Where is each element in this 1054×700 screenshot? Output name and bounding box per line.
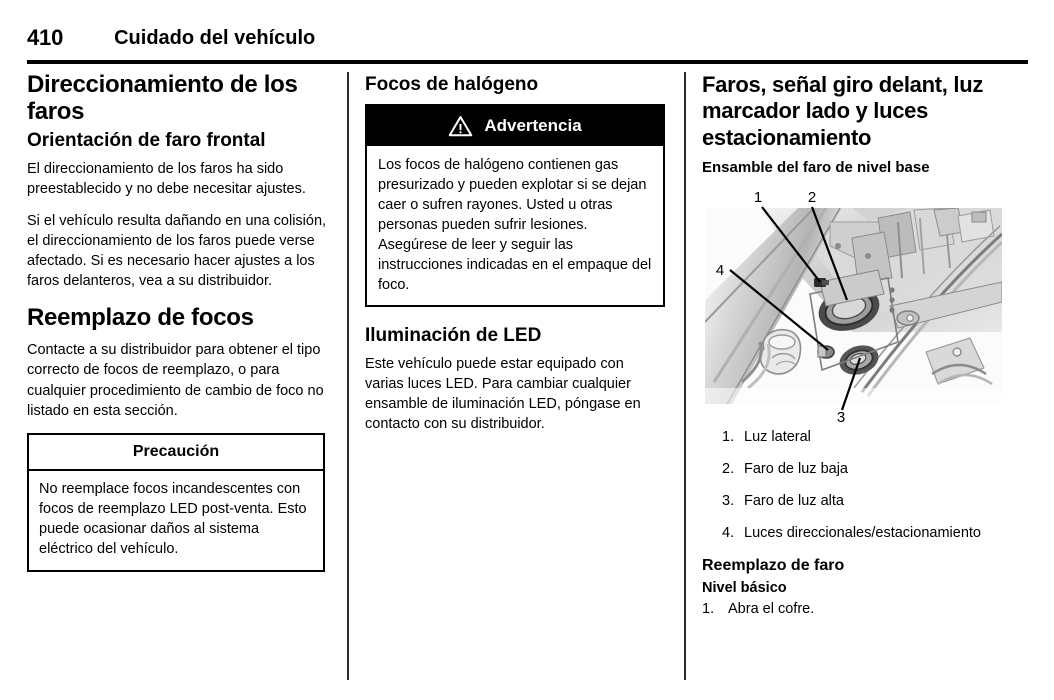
heading-headlamp-replacement: Reemplazo de faro [702, 556, 845, 574]
caution-box: Precaución No reemplace focos incandesce… [27, 432, 325, 573]
legend-label: Luces direccionales/estacionamiento [744, 524, 981, 541]
paragraph-led-lighting: Este vehículo puede estar equipado con v… [365, 355, 641, 433]
legend-label: Faro de luz alta [744, 492, 844, 509]
column-1: Direccionamiento de los faros Orientació… [27, 71, 331, 684]
list-item: 2. Faro de luz baja [702, 460, 1007, 479]
heading-basic-level: Nivel básico [702, 579, 787, 596]
legend-number: 3. [722, 492, 735, 509]
paragraph-contact-dealer: Contacte a su distribuidor para obtener … [27, 342, 324, 419]
caution-title: Precaución [29, 435, 323, 472]
heading-front-headlamp-aiming: Orientación de faro frontal [27, 129, 266, 151]
heading-bulb-replacement: Reemplazo de focos [27, 304, 254, 332]
column-divider-2 [684, 72, 686, 680]
legend-number: 1. [722, 429, 735, 446]
figure-callout-4: 4 [716, 262, 724, 279]
list-item: 4. Luces direccionales/estacionamiento [702, 524, 1007, 543]
page-number: 410 [27, 25, 64, 50]
heading-headlamp-aiming: Direccionamiento de los faros [27, 71, 298, 125]
figure-legend-list: 1. Luz lateral 2. Faro de luz baja 3. Fa… [702, 428, 1007, 542]
caution-body: No reemplace focos incandescentes con fo… [39, 481, 307, 558]
column-2: Focos de halógeno Advertencia Los focos … [365, 72, 665, 684]
heading-led-lighting: Iluminación de LED [365, 324, 542, 346]
section-title: Cuidado del vehículo [114, 27, 316, 49]
legend-label: Faro de luz baja [744, 461, 848, 478]
base-level-headlamp-assembly-diagram: 1 2 3 4 [702, 182, 1002, 425]
column-layout: Direccionamiento de los faros Orientació… [0, 71, 1054, 684]
warning-triangle-icon [448, 115, 473, 137]
heading-headlamp-turn-marker-park: Faros, señal giro delant, luz marcador l… [702, 72, 984, 150]
figure-callout-3: 3 [837, 409, 845, 425]
figure-callout-2: 2 [808, 189, 816, 206]
step-number: 1. [702, 601, 715, 618]
warning-box: Advertencia Los focos de halógeno contie… [365, 103, 665, 307]
step-label: Abra el cofre. [728, 601, 815, 618]
heading-base-level-assembly: Ensamble del faro de nivel base [702, 159, 930, 177]
list-item: 3. Faro de luz alta [702, 492, 1007, 511]
running-header: 410 Cuidado del vehículo [27, 22, 1028, 54]
warning-title: Advertencia [484, 116, 582, 136]
legend-number: 4. [722, 524, 735, 541]
column-3: Faros, señal giro delant, luz marcador l… [702, 72, 1007, 684]
paragraph-aiming-preset: El direccionamiento de los faros ha sido… [27, 160, 306, 197]
paragraph-aiming-collision: Si el vehículo resulta dañando en una co… [27, 212, 327, 290]
legend-number: 2. [722, 461, 735, 478]
list-item: 1. Luz lateral [702, 428, 1007, 447]
list-item: 1. Abra el cofre. [702, 600, 1007, 619]
header-rule [27, 60, 1028, 64]
warning-body: Los focos de halógeno contienen gas pres… [378, 156, 652, 293]
warning-header: Advertencia [367, 105, 663, 146]
legend-label: Luz lateral [744, 429, 811, 446]
figure-callout-1: 1 [754, 189, 762, 206]
replacement-steps-list: 1. Abra el cofre. [702, 600, 1007, 619]
column-divider-1 [347, 72, 349, 680]
heading-halogen-bulbs: Focos de halógeno [365, 74, 539, 95]
